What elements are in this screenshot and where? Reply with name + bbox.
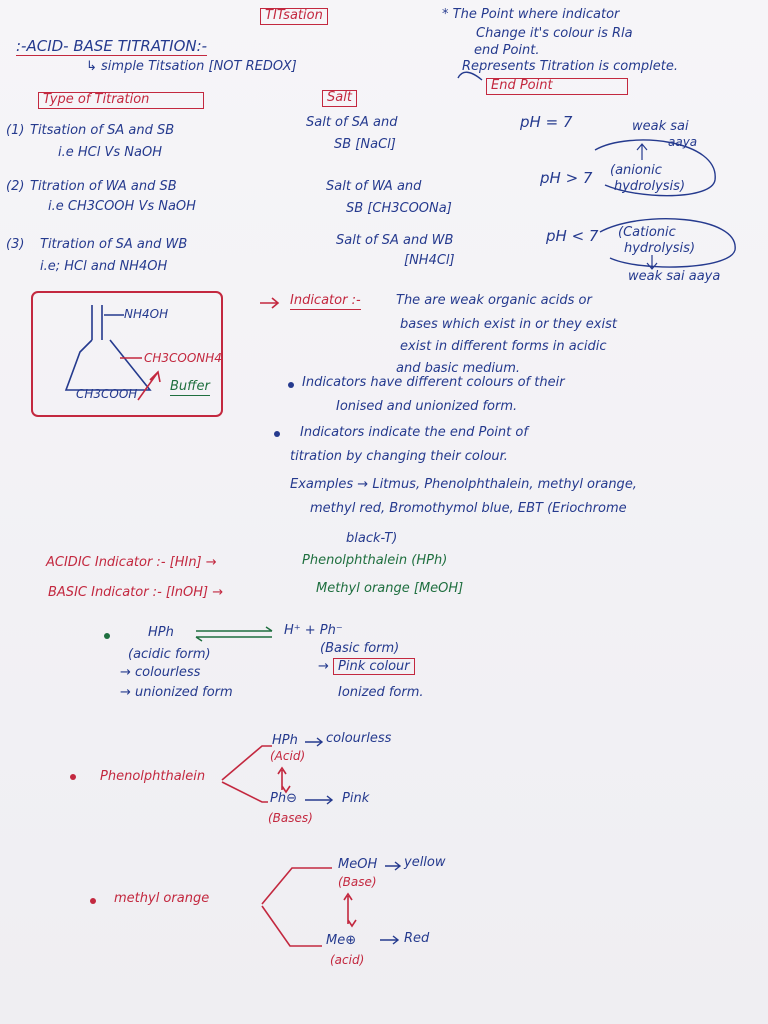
indicator-def-line3: exist in different forms in acidic <box>400 339 607 354</box>
phenolphthalein-top-species: HPh <box>272 733 298 748</box>
indicator-def-line2: bases which exist in or they exist <box>400 317 617 332</box>
acidic-indicator-label: ACIDIC Indicator :- [HIn] → <box>46 555 217 570</box>
weak-note-bottom: weak sai aaya <box>628 269 721 284</box>
titration-type-2-line1: Titration of WA and SB <box>30 179 177 194</box>
end-point-note-line3: end Point. <box>474 43 540 58</box>
diagram-buffer-label: Buffer <box>170 379 210 396</box>
ph-note-2-line2: hydrolysis) <box>614 179 686 194</box>
methyl-orange-bottom-form: (acid) <box>330 953 365 967</box>
equilibrium-left-line1: (acidic form) <box>128 647 211 662</box>
indicator-bullet2-line1: Indicators indicate the end Point of <box>300 425 528 440</box>
diagram-nh4oh-label: NH4OH <box>124 307 169 321</box>
titration-type-3-line1: Titration of SA and WB <box>40 237 188 252</box>
acidic-indicator-value: Phenolphthalein (HPh) <box>302 553 448 568</box>
bullet-3 <box>104 633 110 639</box>
weak-note-top-1: weak sai <box>632 119 689 134</box>
salt-2-line1: Salt of WA and <box>326 179 422 194</box>
indicator-bullet2-line2: titration by changing their colour. <box>290 449 508 464</box>
indicator-def-line1: The are weak organic acids or <box>396 293 592 308</box>
equilibrium-left: HPh <box>148 625 174 640</box>
methyl-orange-bottom-species: Me⊕ <box>326 933 357 948</box>
methyl-orange-top-form: (Base) <box>338 875 377 889</box>
titration-type-1-num: (1) <box>6 123 25 138</box>
equilibrium-right: H⁺ + Ph⁻ <box>284 623 343 638</box>
phenolphthalein-top-form: (Acid) <box>270 749 306 763</box>
equilibrium-left-line3: → unionized form <box>120 685 233 700</box>
equilibrium-right-line2: → Pink colour <box>318 658 415 675</box>
diagram-ch3coonh4-label: CH3COONH4 <box>144 351 222 365</box>
end-point-label: End Point <box>486 78 628 95</box>
ph-value-1: pH = 7 <box>520 113 573 131</box>
methyl-orange-top-species: MeOH <box>338 857 378 872</box>
indicator-examples-line2: methyl red, Bromothymol blue, EBT (Erioc… <box>310 501 627 516</box>
salt-1-line1: Salt of SA and <box>306 115 398 130</box>
bullet-5 <box>90 898 96 904</box>
indicator-bullet1-line2: Ionised and unionized form. <box>336 399 518 414</box>
ph-note-3-line2: hydrolysis) <box>624 241 696 256</box>
basic-indicator-value: Methyl orange [MeOH] <box>316 581 464 596</box>
methyl-orange-bottom-colour: Red <box>404 931 430 946</box>
methyl-orange-top-colour: yellow <box>404 855 446 870</box>
salt-3-line2: [NH4Cl] <box>404 253 455 268</box>
titration-type-3-line2: i.e; HCl and NH4OH <box>40 259 168 274</box>
titration-type-1-line1: Titsation of SA and SB <box>30 123 175 138</box>
phenolphthalein-bottom-form: (Bases) <box>268 811 313 825</box>
phenolphthalein-bottom-colour: Pink <box>342 791 370 806</box>
acid-base-heading: :-ACID- BASE TITRATION:- <box>16 37 208 57</box>
indicator-heading: Indicator :- <box>290 293 361 310</box>
indicator-def-line4: and basic medium. <box>396 361 521 376</box>
bullet-4 <box>70 774 76 780</box>
page-title: TITsation <box>260 8 328 25</box>
ph-note-3-line1: (Cationic <box>618 225 676 240</box>
indicator-examples-line1: Examples → Litmus, Phenolphthalein, meth… <box>290 477 637 492</box>
titration-type-2-line2: i.e CH3COOH Vs NaOH <box>48 199 196 214</box>
diagram-ch3cooh-label: CH3COOH <box>76 387 138 401</box>
equilibrium-right-line1: (Basic form) <box>320 641 400 656</box>
basic-indicator-label: BASIC Indicator :- [InOH] → <box>48 585 224 600</box>
ph-note-2-line1: (anionic <box>610 163 662 178</box>
indicator-examples-line3: black-T) <box>346 531 398 546</box>
titration-type-3-num: (3) <box>6 237 25 252</box>
salt-2-line2: SB [CH3COONa] <box>346 201 452 216</box>
phenolphthalein-top-colour: colourless <box>326 731 392 746</box>
end-point-note-line4: Represents Titration is complete. <box>462 59 679 74</box>
simple-titration-note: ↳ simple Titsation [NOT REDOX] <box>86 59 297 74</box>
equilibrium-right-line3: Ionized form. <box>338 685 424 700</box>
salt-1-line2: SB [NaCl] <box>334 137 396 152</box>
end-point-note-line2: Change it's colour is Rla <box>476 26 633 41</box>
equilibrium-left-line2: → colourless <box>120 665 201 680</box>
phenolphthalein-bottom-species: Ph⊖ <box>270 791 297 806</box>
buffer-diagram-box <box>31 291 223 417</box>
ph-value-3: pH < 7 <box>546 227 599 245</box>
bullet-1 <box>288 382 294 388</box>
salt-3-line1: Salt of SA and WB <box>336 233 454 248</box>
phenolphthalein-label: Phenolphthalein <box>100 769 206 784</box>
ph-value-2: pH > 7 <box>540 169 593 187</box>
bullet-2 <box>274 431 280 437</box>
end-point-note-line1: * The Point where indicator <box>442 7 620 22</box>
type-of-titration-heading: Type of Titration <box>38 92 204 109</box>
titration-type-1-line2: i.e HCl Vs NaOH <box>58 145 162 160</box>
weak-note-top-2: aaya <box>668 135 698 149</box>
methyl-orange-label: methyl orange <box>114 891 210 906</box>
salt-heading: Salt <box>322 90 357 107</box>
titration-type-2-num: (2) <box>6 179 25 194</box>
indicator-bullet1-line1: Indicators have different colours of the… <box>302 375 565 390</box>
